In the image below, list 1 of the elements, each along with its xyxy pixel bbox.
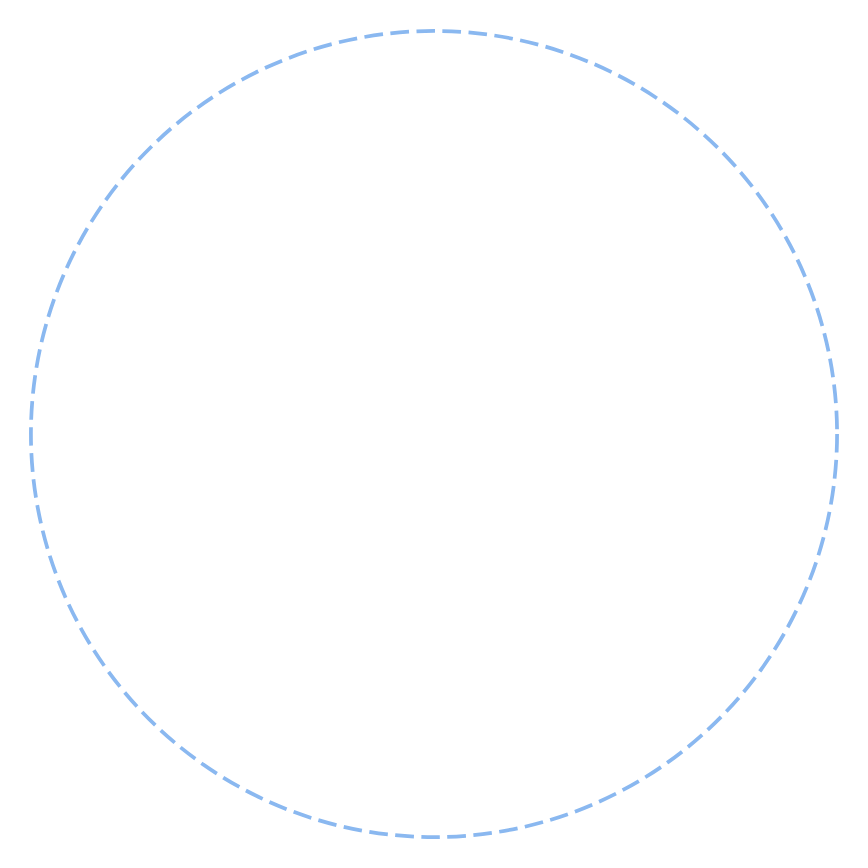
node-circle <box>29 29 839 839</box>
